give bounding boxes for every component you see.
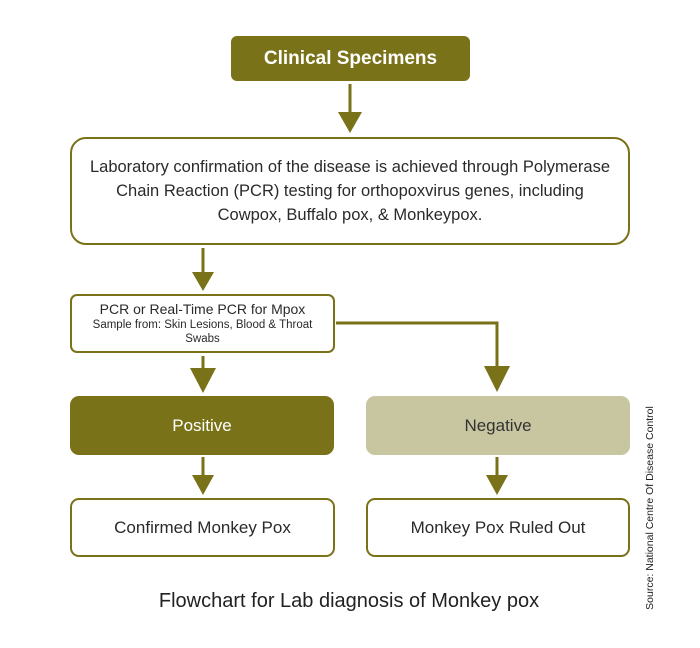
arrowhead-pcr-to-positive: [190, 368, 216, 393]
ruled-out-label: Monkey Pox Ruled Out: [410, 517, 586, 537]
lab-confirmation-text: Laboratory confirmation of the disease i…: [89, 158, 611, 224]
pcr-test-node: PCR or Real-Time PCR for Mpox Sample fro…: [70, 294, 335, 353]
pcr-test-title: PCR or Real-Time PCR for Mpox: [99, 301, 306, 317]
confirmed-label: Confirmed Monkey Pox: [114, 517, 291, 537]
negative-node: Negative: [366, 396, 630, 455]
arrowhead-specimens-to-lab: [338, 112, 362, 133]
positive-label: Positive: [172, 415, 232, 435]
figure-caption: Flowchart for Lab diagnosis of Monkey po…: [158, 590, 540, 612]
confirmed-monkey-pox-node: Confirmed Monkey Pox: [70, 498, 335, 557]
arrowhead-negative-to-ruledout: [486, 475, 508, 495]
arrowhead-positive-to-confirmed: [192, 475, 214, 495]
clinical-specimens-node: Clinical Specimens: [231, 36, 470, 81]
pcr-test-subtitle: Sample from: Skin Lesions, Blood & Throa…: [92, 319, 313, 345]
clinical-specimens-label: Clinical Specimens: [263, 47, 438, 69]
monkey-pox-ruled-out-node: Monkey Pox Ruled Out: [366, 498, 630, 557]
negative-label: Negative: [464, 415, 532, 435]
connector-pcr-to-negative: [336, 321, 499, 370]
arrowhead-lab-to-pcr: [192, 272, 214, 291]
arrowhead-pcr-to-negative: [484, 366, 510, 392]
positive-node: Positive: [70, 396, 334, 455]
source-text: Source: National Centre Of Disease Contr…: [644, 406, 656, 610]
lab-confirmation-node: Laboratory confirmation of the disease i…: [70, 137, 630, 245]
